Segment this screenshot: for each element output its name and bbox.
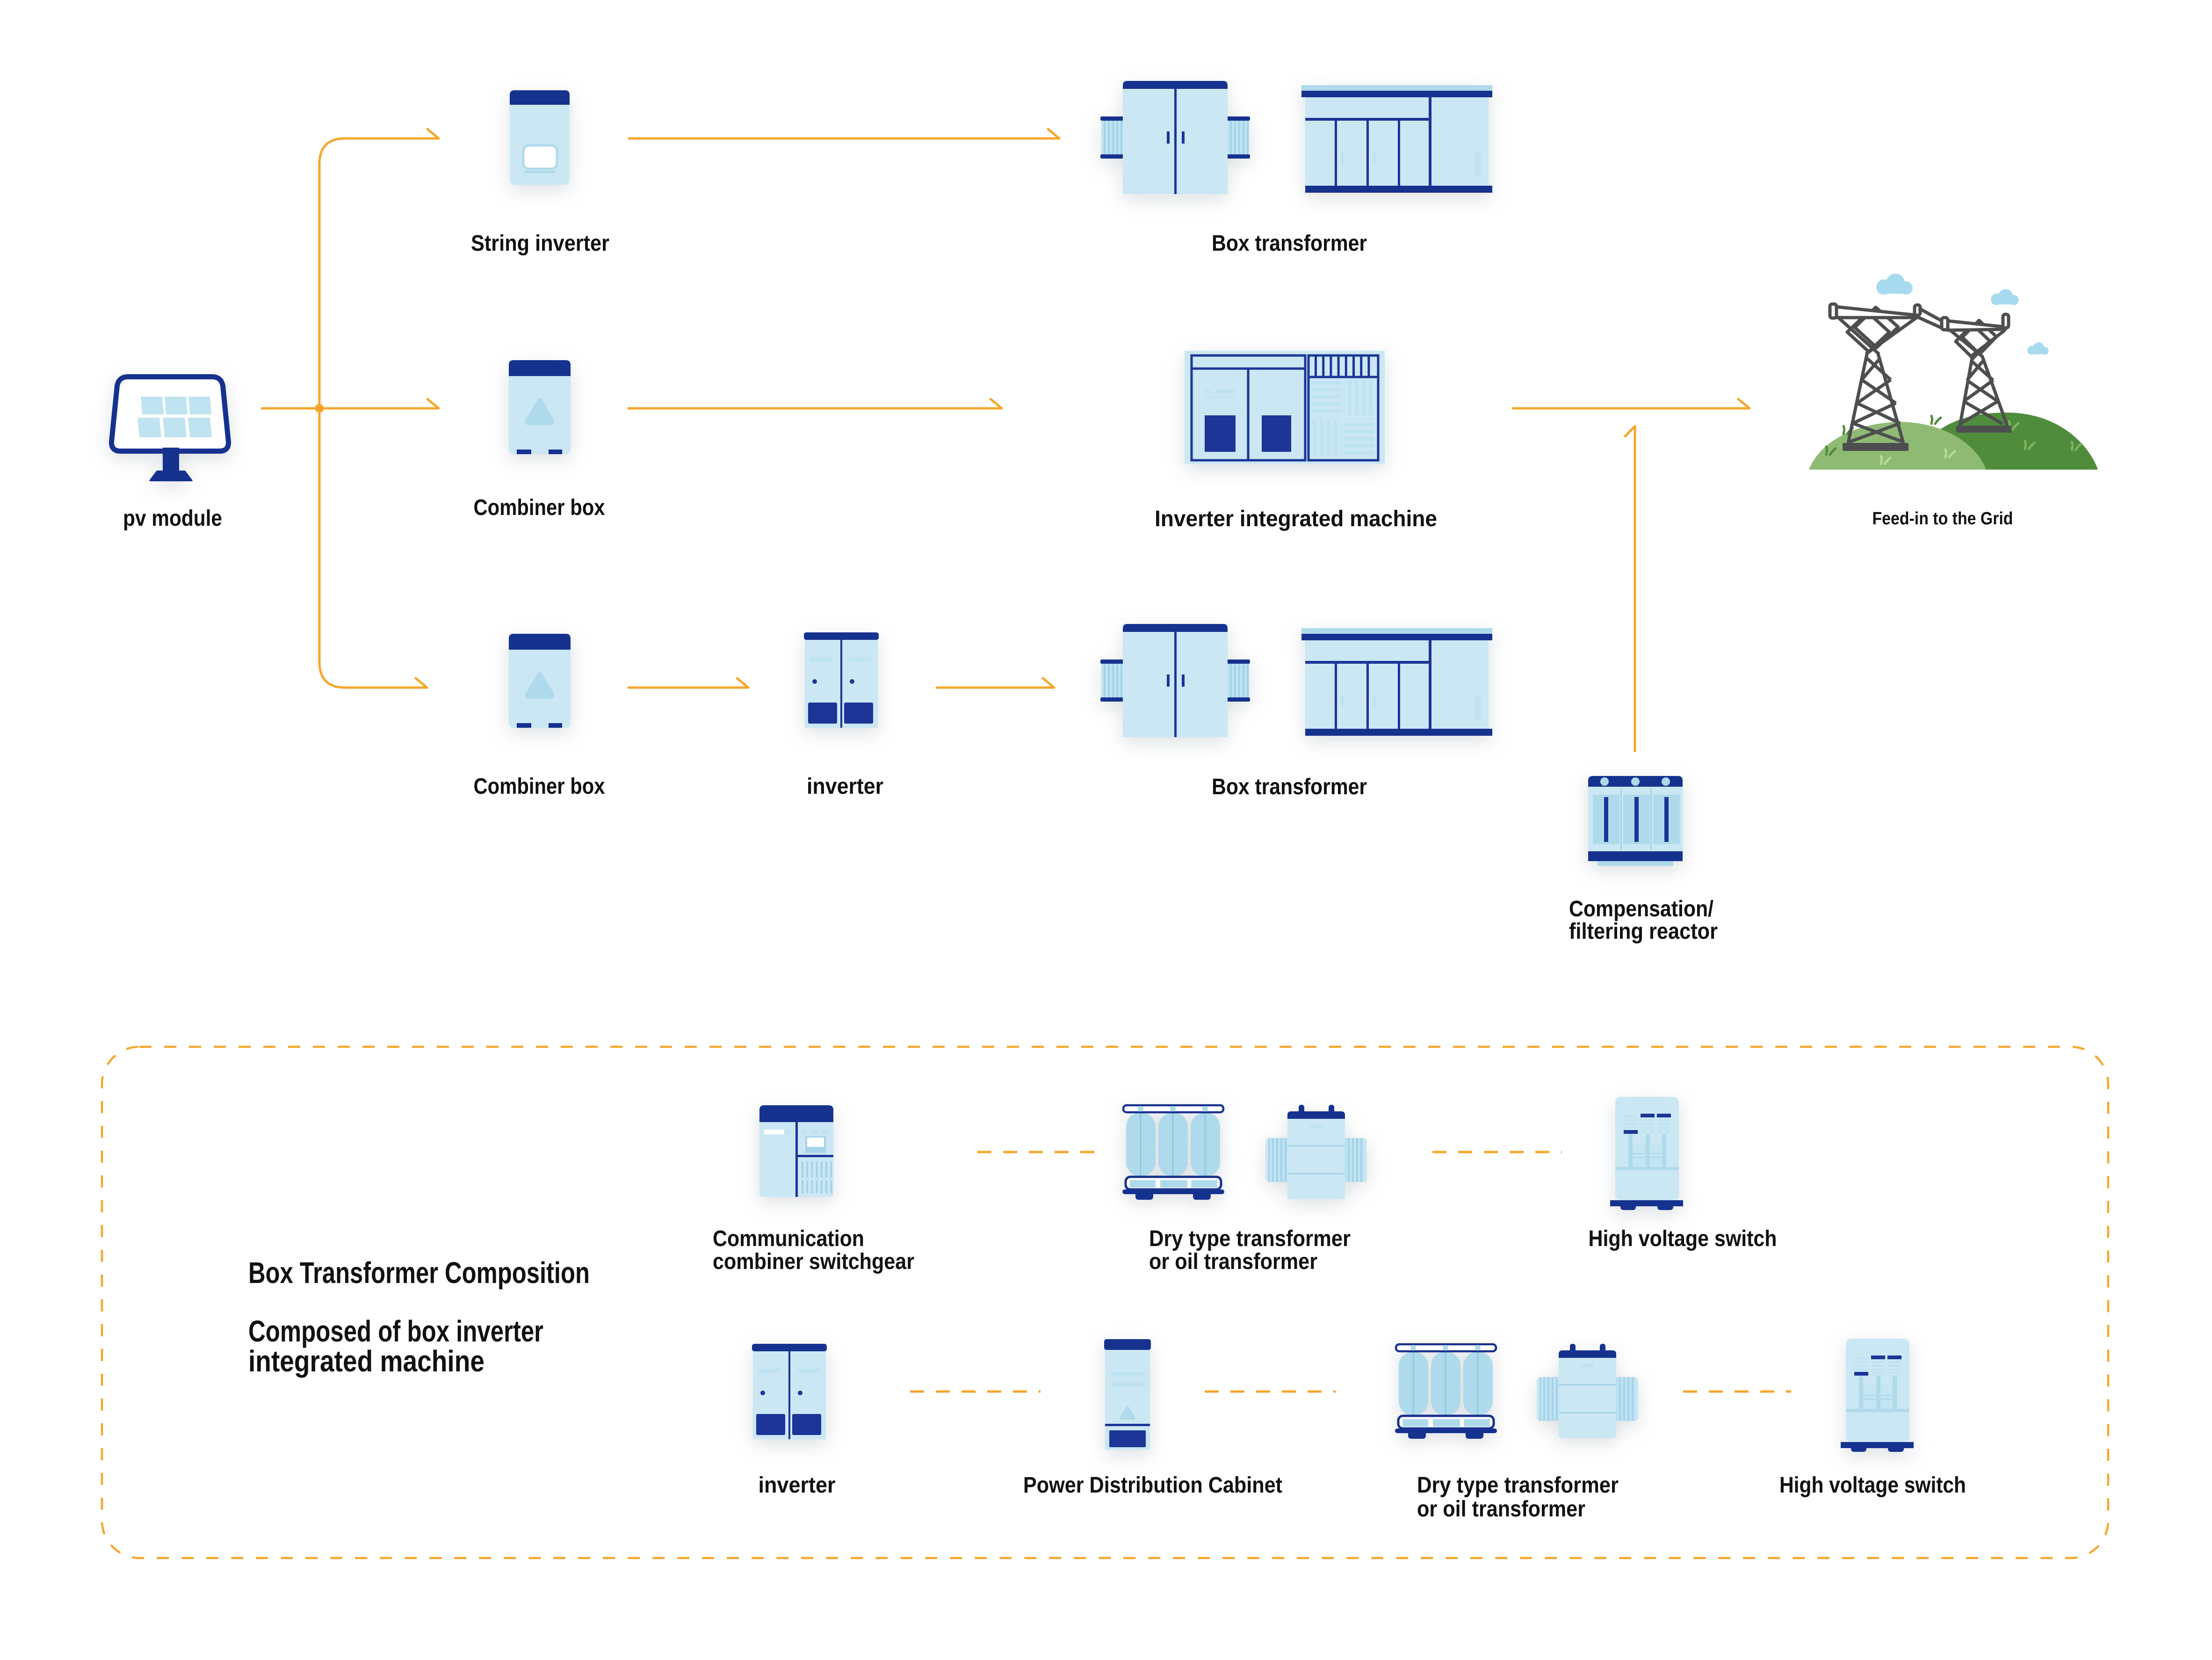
svg-text:pv module: pv module [123, 506, 222, 531]
svg-text:High voltage switch: High voltage switch [1589, 1226, 1777, 1251]
svg-text:String inverter: String inverter [471, 231, 609, 256]
svg-text:combiner switchgear: combiner switchgear [713, 1249, 914, 1274]
svg-text:Box transformer: Box transformer [1212, 775, 1367, 799]
svg-text:High voltage switch: High voltage switch [1779, 1473, 1966, 1498]
svg-text:Dry type transformer: Dry type transformer [1149, 1226, 1351, 1251]
svg-text:or oil transformer: or oil transformer [1149, 1249, 1317, 1274]
svg-text:filtering reactor: filtering reactor [1569, 919, 1718, 944]
svg-text:Combiner box: Combiner box [474, 495, 605, 520]
svg-text:or oil transformer: or oil transformer [1417, 1497, 1585, 1522]
svg-text:Compensation/: Compensation/ [1569, 897, 1713, 921]
svg-text:Dry type transformer: Dry type transformer [1417, 1473, 1619, 1498]
svg-text:Inverter integrated machine: Inverter integrated machine [1155, 507, 1437, 531]
svg-text:Combiner box: Combiner box [474, 774, 605, 799]
svg-text:Communication: Communication [713, 1226, 864, 1251]
svg-text:Box Transformer Composition: Box Transformer Composition [248, 1256, 590, 1290]
svg-text:integrated machine: integrated machine [248, 1344, 484, 1378]
svg-text:inverter: inverter [759, 1473, 836, 1498]
svg-text:Composed of box inverter: Composed of box inverter [248, 1314, 543, 1348]
svg-text:Feed-in to the Grid: Feed-in to the Grid [1872, 509, 2013, 529]
svg-text:Box transformer: Box transformer [1212, 231, 1367, 256]
svg-text:Power Distribution Cabinet: Power Distribution Cabinet [1023, 1473, 1282, 1498]
svg-text:inverter: inverter [807, 774, 883, 799]
